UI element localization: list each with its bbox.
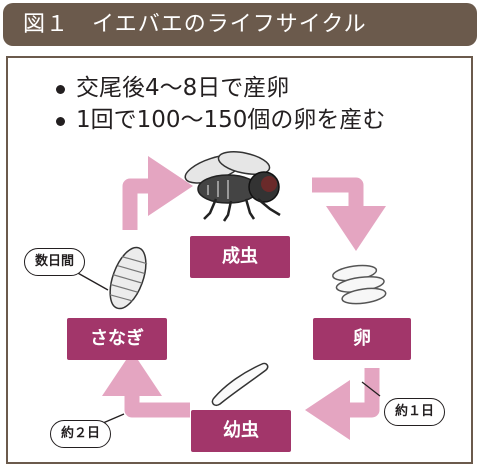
fact-list: 交尾後4〜8日で産卵 1回で100〜150個の卵を産む [52, 72, 385, 136]
title-bar: 図１ イエバエのライフサイクル [3, 3, 477, 46]
egg-icon [332, 264, 387, 305]
duration-pupa-to-adult: 数日間 [24, 248, 86, 276]
duration-egg-to-larva: 約１日 [384, 398, 446, 426]
stage-larva: 幼虫 [191, 410, 291, 452]
stage-egg: 卵 [313, 318, 411, 360]
pupa-icon [109, 246, 148, 310]
arrow-pupa-to-adult [122, 156, 193, 230]
fly-icon [184, 151, 281, 222]
arrow-larva-to-pupa [102, 351, 190, 418]
arrow-adult-to-egg [312, 177, 386, 251]
larva-icon [211, 362, 269, 407]
duration-larva-to-pupa: 約２日 [50, 420, 112, 448]
fact-item: 交尾後4〜8日で産卵 [52, 72, 385, 104]
fact-item: 1回で100〜150個の卵を産む [52, 104, 385, 136]
page-title: 図１ イエバエのライフサイクル [23, 12, 367, 37]
stage-pupa: さなぎ [67, 318, 167, 360]
stage-adult: 成虫 [190, 236, 290, 278]
arrow-egg-to-larva [305, 368, 380, 440]
